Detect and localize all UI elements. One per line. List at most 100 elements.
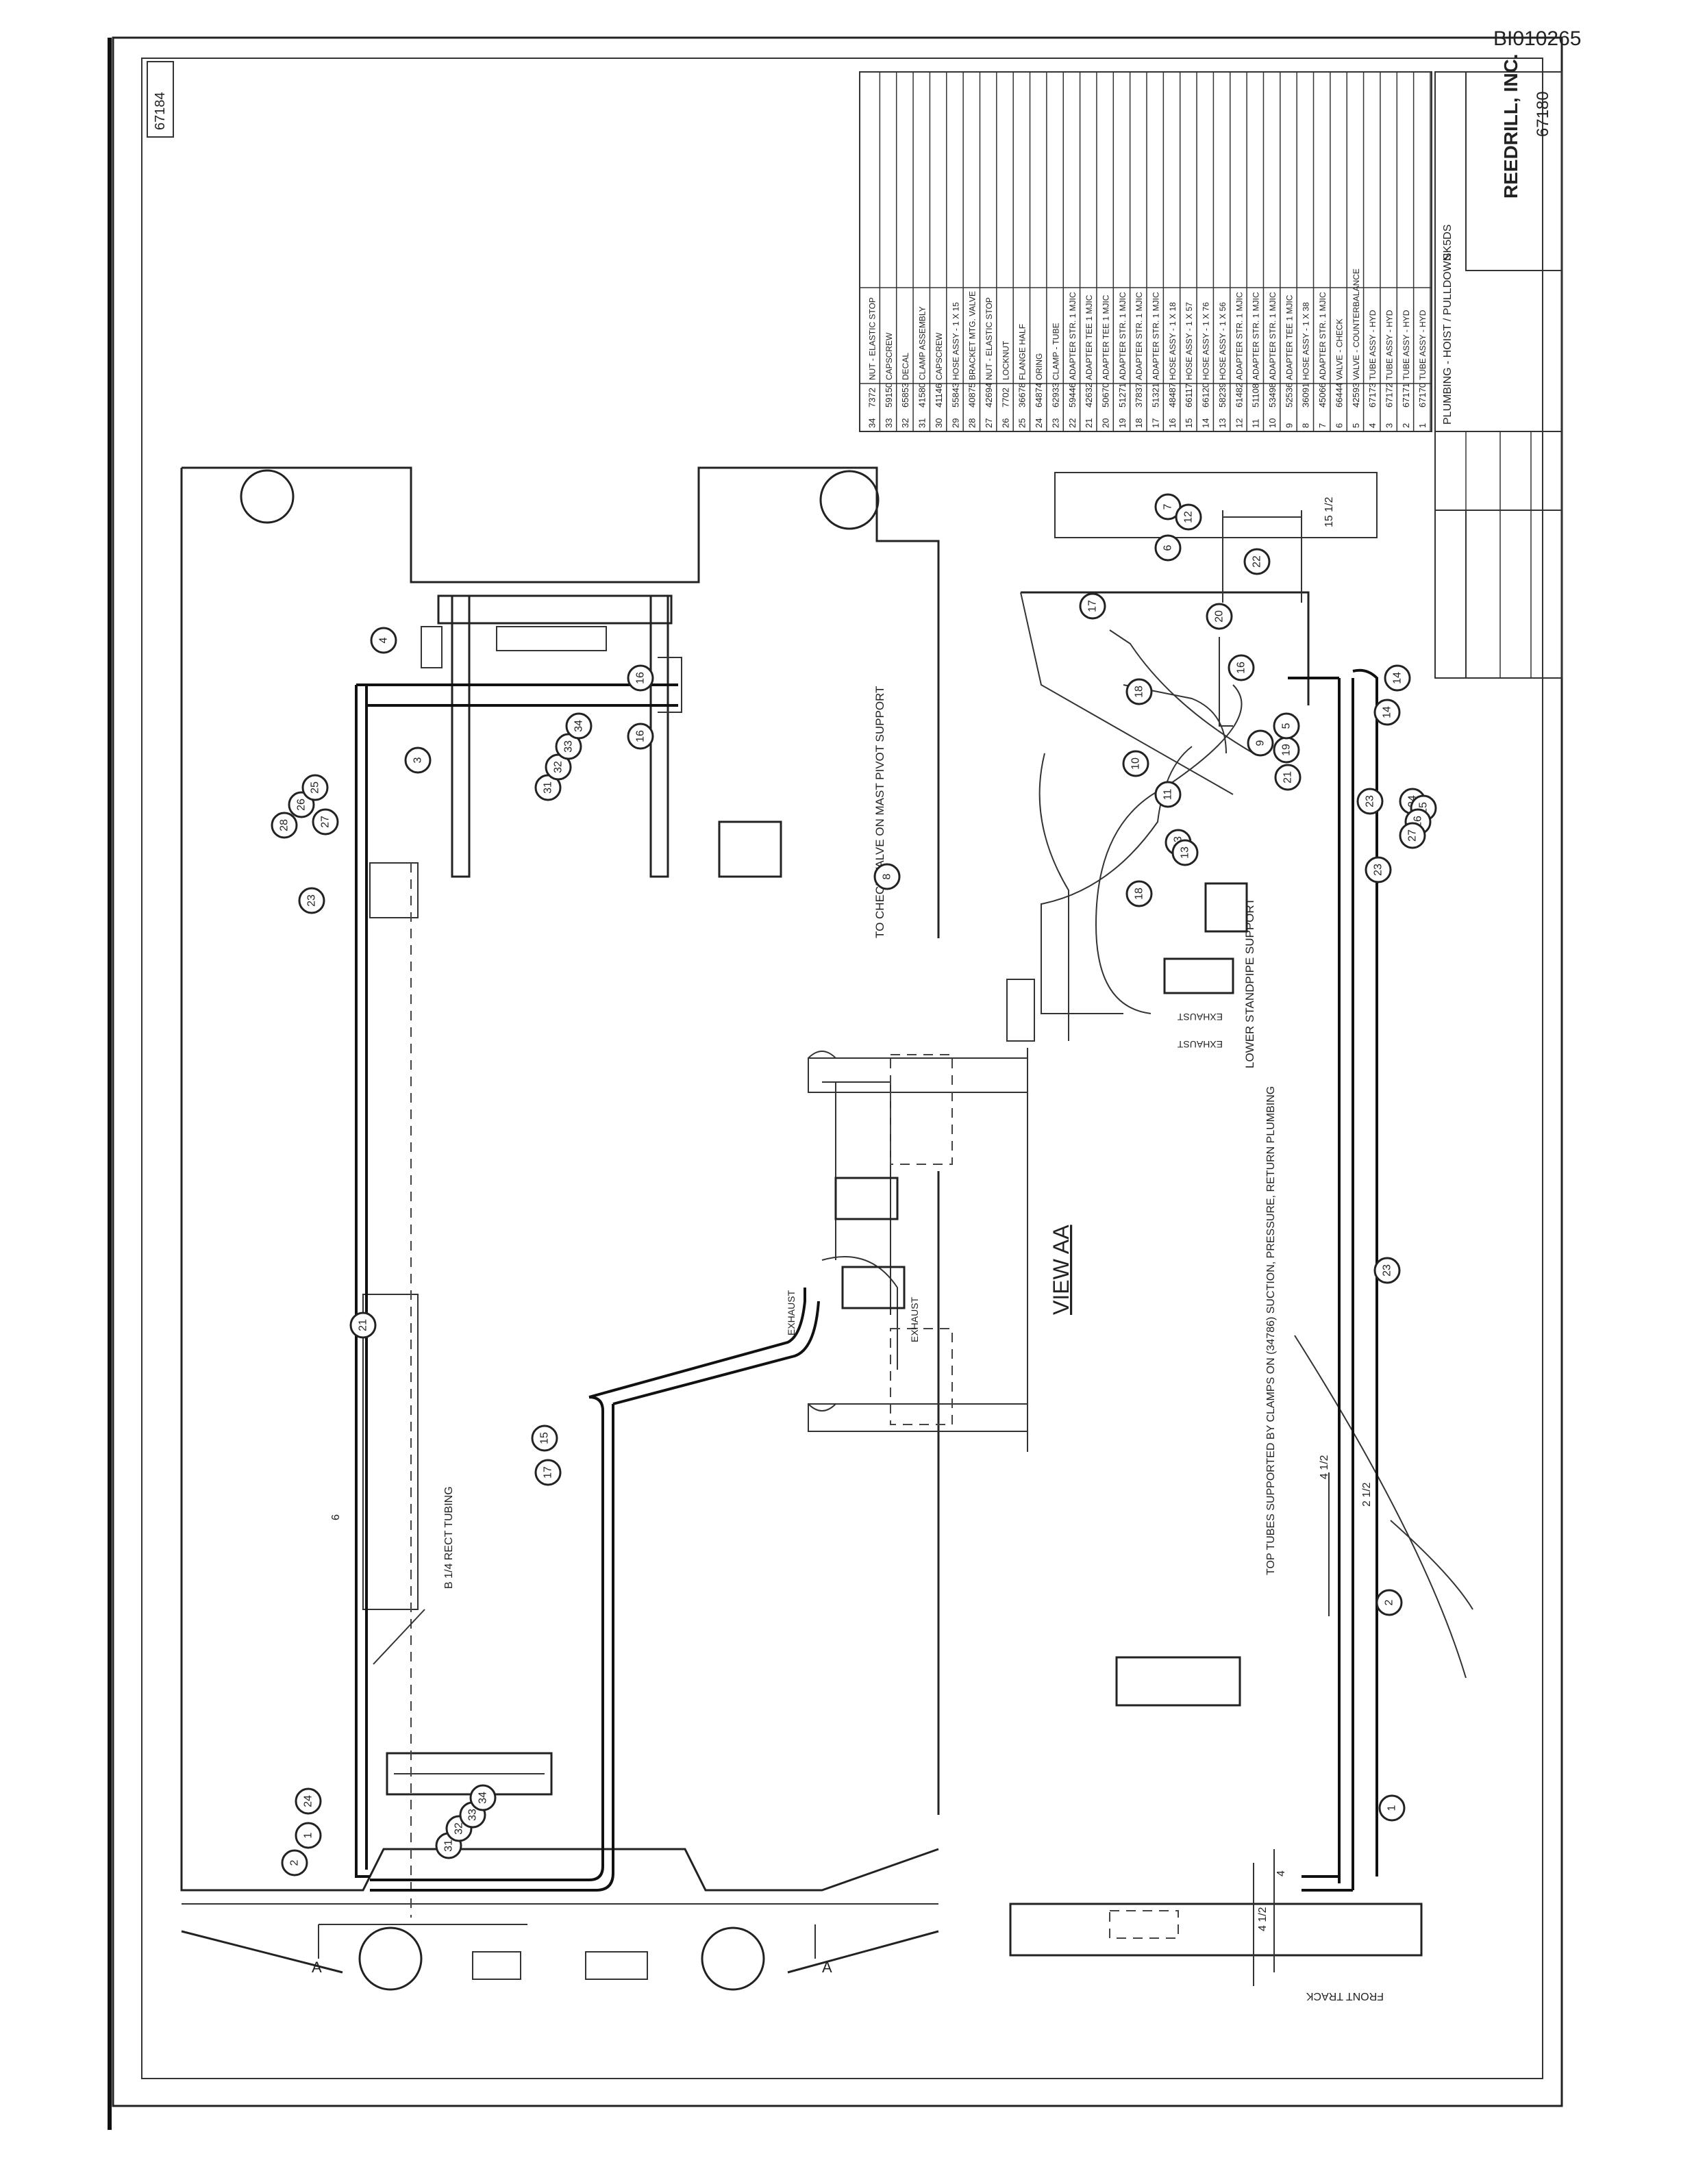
parts-list-part-number: 67172 [1384,383,1394,407]
parts-list-part-number: 58239 [1217,383,1228,407]
callout-bubble: 27 [1399,822,1426,849]
parts-list-description: LOCKNUT [1001,340,1010,380]
dim-4: 4 [1275,1870,1287,1877]
svg-text:6: 6 [1162,544,1174,551]
callout-bubble: 13 [1171,839,1199,866]
parts-list-description: ADAPTER STR. 1 MJIC [1068,292,1078,380]
svg-text:16: 16 [635,730,647,742]
callout-bubble: 16 [1228,654,1255,681]
callout-bubble: 18 [1125,880,1153,907]
parts-list-part-number: 7702 [1000,388,1010,407]
svg-text:22: 22 [1252,555,1263,568]
svg-text:31: 31 [443,1840,455,1852]
callout-bubble: 24 [295,1787,322,1815]
dim-1: 15 1/2 [1323,497,1335,527]
parts-list-item: 13 [1217,418,1228,428]
parts-list-item: 7 [1317,423,1328,428]
parts-list-item: 2 [1401,423,1411,428]
parts-list-part-number: 67170 [1417,383,1428,407]
dim-6: 6 [330,1514,342,1520]
parts-list-item: 24 [1034,418,1044,428]
parts-list-part-number: 59150 [884,383,894,407]
callout-bubble: 23 [1356,788,1384,815]
parts-list-item: 19 [1117,418,1128,428]
callout-bubble: 21 [1274,764,1302,791]
parts-list-description: HOSE ASSY - 1 X 56 [1218,302,1228,380]
callout-bubble: 33 [555,733,582,760]
parts-list-item: 25 [1017,418,1028,428]
svg-text:21: 21 [1282,771,1294,783]
svg-text:2: 2 [1384,1599,1395,1605]
parts-list-description: NUT - ELASTIC STOP [868,297,877,380]
parts-list-description: BRACKET MTG. VALVE [968,291,978,380]
parts-list-item: 12 [1234,418,1244,428]
svg-text:31: 31 [543,781,554,794]
svg-text:23: 23 [1382,1264,1393,1277]
parts-list-item: 23 [1050,418,1060,428]
parts-list-part-number: 50670 [1100,383,1110,407]
parts-list-item: 31 [917,418,927,428]
parts-list-part-number: 36091 [1301,383,1311,407]
svg-text:9: 9 [1255,740,1267,746]
svg-text:18: 18 [1134,888,1145,900]
callout-bubble: 17 [534,1459,562,1486]
svg-text:34: 34 [573,720,585,732]
svg-text:23: 23 [1365,795,1376,807]
parts-list-description: HOSE ASSY - 1 X 76 [1201,302,1211,380]
parts-list-part-number: 65853 [900,383,910,407]
svg-text:25: 25 [310,781,321,794]
svg-text:5: 5 [1281,723,1293,729]
parts-list-part-number: 53498 [1267,383,1278,407]
parts-list-item: 8 [1301,423,1311,428]
parts-list-part-number: 67171 [1401,383,1411,407]
parts-list-item: 29 [950,418,960,428]
parts-list-description: CLAMP ASSEMBLY [918,306,927,380]
callout-bubble: 16 [627,723,654,750]
svg-text:1: 1 [1386,1805,1398,1811]
margin-drawing-number-text: 67184 [153,92,168,130]
left-view-outline [180,466,940,1991]
callout-bubble: 19 [1273,736,1300,764]
parts-list-part-number: 40875 [967,383,978,407]
parts-list-description: ADAPTER STR. 1 MJIC [1134,292,1144,380]
parts-list-part-number: 66444 [1334,383,1344,407]
callout-bubble: 3 [404,746,432,774]
svg-text:16: 16 [1236,662,1247,674]
parts-list-item: 6 [1334,423,1344,428]
notes: TO CHECK VALVE ON MAST PIVOT SUPPORT LOW… [330,497,1384,2002]
callout-bubble: 14 [1384,664,1411,692]
callout-bubble: 5 [1273,712,1300,740]
svg-text:19: 19 [1281,744,1293,756]
svg-text:18: 18 [1134,686,1145,698]
callout-bubble: 6 [1154,534,1182,562]
parts-list-description: TUBE ASSY - HYD [1384,310,1394,380]
callout-bubble: 18 [1125,678,1153,705]
parts-list-description: VALVE - CHECK [1334,318,1344,380]
parts-list-part-number: 59446 [1067,383,1078,407]
callout-bubble: 20 [1206,603,1233,630]
callout-bubble: 2 [281,1849,308,1877]
parts-list-description: ADAPTER STR. 1 MJIC [1234,292,1244,380]
callout-bubble: 34 [469,1784,497,1811]
parts-list-item: 10 [1267,418,1278,428]
callout-bubble: 27 [312,808,339,836]
parts-list-item: 27 [984,418,994,428]
parts-list-part-number: 64874 [1034,383,1044,407]
parts-list-item: 21 [1084,418,1094,428]
svg-text:10: 10 [1130,757,1142,770]
parts-list-item: 3 [1384,423,1394,428]
callout-bubble: 11 [1154,781,1182,808]
svg-text:28: 28 [279,819,290,831]
note-check-valve: TO CHECK VALVE ON MAST PIVOT SUPPORT [873,686,886,938]
dim-3: 2 1/2 [1361,1482,1373,1507]
title-block: REEDRILL, INC. 67180 PLUMBING - HOIST / … [1434,53,1562,679]
callout-bubble: 1 [295,1822,322,1849]
parts-list-part-number: 61482 [1234,383,1244,407]
svg-text:26: 26 [296,799,308,811]
note-exhaust-4: EXHAUST [1177,1012,1223,1022]
parts-list-description: HOSE ASSY - 1 X 38 [1302,302,1311,380]
note-tubing: B 1/4 RECT TUBING [443,1486,455,1589]
callout-bubble: 10 [1122,750,1149,777]
parts-list-part-number: 51321 [1151,383,1161,407]
parts-list-item: 4 [1367,423,1378,428]
